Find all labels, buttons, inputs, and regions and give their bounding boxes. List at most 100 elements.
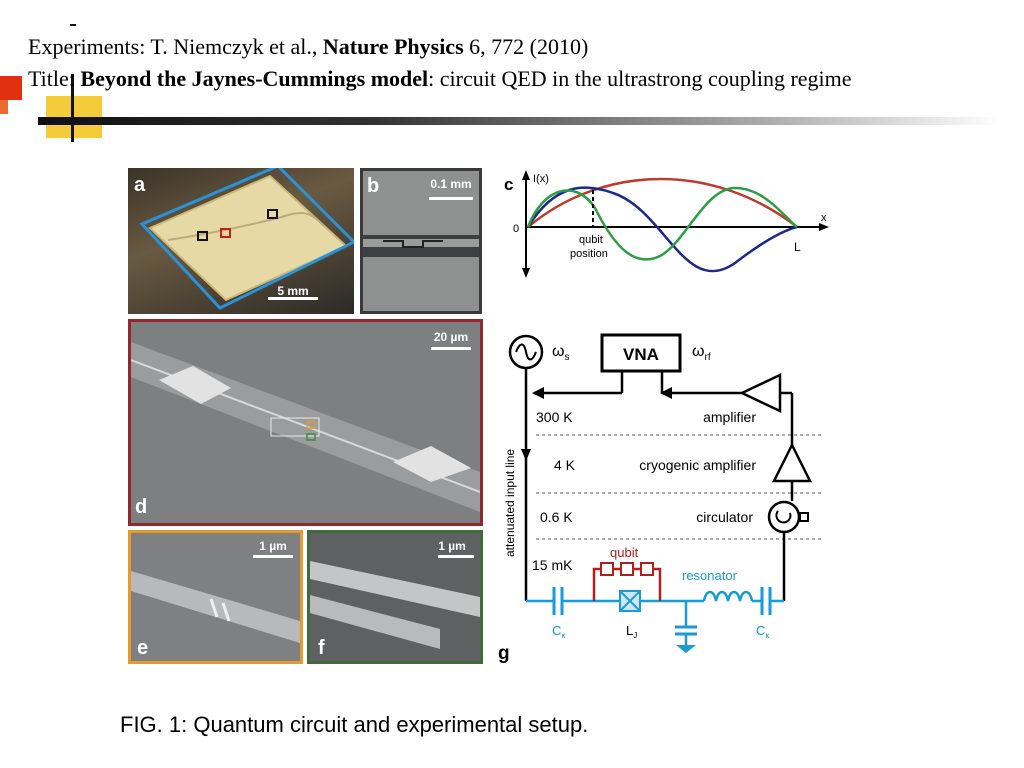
amplifier-icon: [739, 373, 782, 413]
decor-red-block: [0, 76, 22, 100]
c-curve-red: [527, 177, 798, 228]
panel-a-chip-photo: a 5 mm: [128, 168, 354, 314]
c-zero-label: 0: [513, 223, 519, 235]
d-pad-right: [393, 446, 471, 482]
chip-illustration: [139, 168, 354, 310]
stage-15mk: 15 mK: [532, 557, 573, 573]
b-center-line: [363, 239, 479, 247]
resonator-label: resonator: [682, 568, 738, 583]
panel-label-b: b: [367, 175, 380, 197]
micrograph-d: [131, 342, 480, 512]
panel-label-c: c: [504, 175, 513, 194]
chip-marker-black-left: [197, 231, 208, 241]
e-junction-line-1: [209, 598, 219, 618]
circulator-arrow: [775, 510, 792, 524]
circulator-label: circulator: [696, 509, 753, 525]
g-omega-s: ωs: [552, 343, 570, 363]
cryo-amplifier-label: cryogenic amplifier: [639, 457, 756, 473]
c-curve-green: [526, 186, 798, 261]
scale-text-d: 20 µm: [433, 330, 469, 344]
chip-marker-black-right: [267, 209, 278, 219]
b-meander: [383, 240, 443, 248]
scale-bar-e: [253, 555, 293, 558]
scale-bar-f: [438, 555, 474, 558]
c-y-arrow-down: [522, 268, 530, 278]
d-pad-left: [159, 366, 231, 404]
g-omega-rf: ωrf: [692, 343, 711, 363]
f-wire-bottom: [310, 595, 440, 649]
qubit-junction-2: [620, 562, 634, 576]
resonator-inductor: [702, 590, 754, 602]
c-qubit-text: qubit: [579, 234, 603, 246]
decor-dash: [70, 24, 76, 26]
panel-label-a: a: [134, 174, 146, 196]
panel-e-micrograph: e 1 µm: [128, 530, 303, 664]
panel-g-schematic: ωs VNA ωrf attenuated input line 300 K 4…: [492, 325, 832, 670]
decor-vertical-line: [71, 74, 74, 142]
d-junction-box: [270, 417, 320, 437]
d-marker-green: [306, 433, 316, 441]
scale-bar-b: [429, 197, 473, 200]
cap-left-label: Cκ: [552, 623, 566, 640]
source-wave: [515, 343, 537, 361]
qubit-junction-1: [600, 562, 614, 576]
vna-label: VNA: [623, 345, 659, 364]
qubit-label: qubit: [610, 545, 639, 560]
c-x-arrow: [819, 223, 829, 231]
scale-text-a: 5 mm: [277, 284, 309, 298]
decor-gradient-rule: [38, 117, 1000, 125]
d-marker-orange: [306, 421, 316, 429]
arrow-left: [532, 387, 544, 399]
e-junction-line-2: [221, 602, 231, 622]
cap-right-label: Cκ: [756, 623, 770, 640]
circulator-icon: [767, 500, 801, 534]
stage-300k: 300 K: [536, 409, 573, 425]
side-label: attenuated input line: [503, 449, 517, 557]
input-arrow: [521, 449, 531, 461]
vna-box: [600, 333, 682, 373]
header-line-experiments: Experiments: T. Niemczyk et al., Nature …: [28, 34, 588, 60]
panel-d-micrograph: d 20 µm: [128, 319, 483, 526]
amplifier-label: amplifier: [703, 409, 756, 425]
chip-outline: [139, 168, 354, 310]
header-title-prefix: Title:: [28, 66, 81, 91]
panel-label-f: f: [318, 637, 325, 659]
circulator-terminator: [799, 512, 809, 522]
lj-cross-2: [619, 590, 641, 612]
micrograph-f: [310, 555, 480, 649]
header-line-title: Title: Beyond the Jaynes-Cummings model:…: [28, 66, 852, 92]
panel-b-micrograph: b 0.1 mm: [360, 168, 482, 314]
c-x-label: x: [821, 212, 827, 224]
panel-label-e: e: [137, 637, 149, 659]
c-y-arrow-up: [522, 170, 530, 180]
qubit-junction-3: [640, 562, 654, 576]
panel-label-d: d: [135, 496, 148, 518]
header-journal: Nature Physics: [322, 34, 464, 59]
header-title-suffix: : circuit QED in the ultrastrong couplin…: [428, 66, 852, 91]
circuit-diagram: ωs VNA ωrf attenuated input line 300 K 4…: [498, 333, 822, 664]
header-paper-title: Beyond the Jaynes-Cummings model: [80, 66, 429, 91]
c-curve-blue: [526, 186, 798, 273]
c-end-label: L: [794, 240, 801, 254]
cryo-amplifier-icon: [771, 442, 813, 483]
figure-caption: FIG. 1: Quantum circuit and experimental…: [120, 712, 589, 737]
stage-06k: 0.6 K: [540, 509, 573, 525]
current-plot: c I(x) 0 x L qubit position: [504, 170, 829, 278]
scale-bar-d: [431, 347, 471, 350]
scale-text-e: 1 µm: [259, 539, 287, 553]
micrograph-b: [363, 197, 479, 257]
chip-marker-red: [220, 228, 231, 238]
arrow-into-vna: [660, 387, 672, 399]
panel-f-micrograph: f 1 µm: [307, 530, 483, 664]
scale-text-f: 1 µm: [438, 539, 466, 553]
panel-label-g: g: [498, 643, 510, 664]
ground-icon: [676, 645, 696, 653]
c-position-text: position: [570, 248, 608, 260]
scale-bar-a: [268, 297, 318, 300]
e-wire: [131, 571, 300, 643]
f-wire-top: [310, 561, 480, 617]
lj-label: LJ: [626, 623, 637, 640]
c-y-label: I(x): [533, 173, 549, 185]
scale-text-b: 0.1 mm: [430, 177, 472, 191]
stage-4k: 4 K: [554, 457, 576, 473]
